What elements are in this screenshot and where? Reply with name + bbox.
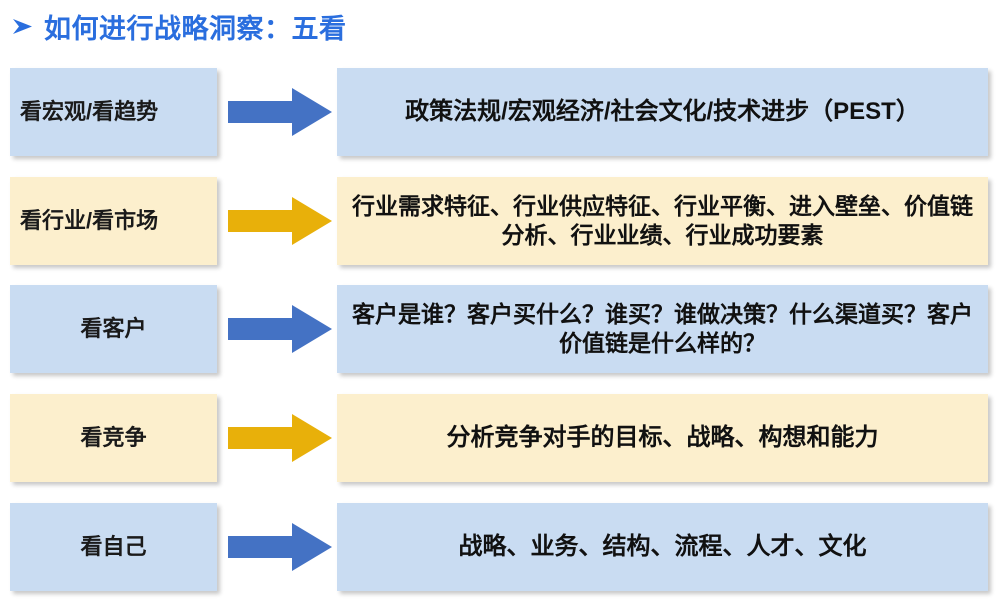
right-arrow-icon bbox=[228, 195, 332, 247]
right-arrow-icon bbox=[228, 521, 332, 573]
row-content-text: 政策法规/宏观经济/社会文化/技术进步（PEST） bbox=[405, 97, 920, 125]
row-label-text: 看客户 bbox=[80, 315, 147, 341]
right-arrow-icon bbox=[228, 303, 332, 355]
row-label-box[interactable]: 看行业/看市场 bbox=[10, 177, 217, 265]
row-label-box[interactable]: 看客户 bbox=[10, 285, 217, 373]
row-content-box[interactable]: 战略、业务、结构、流程、人才、文化 bbox=[337, 503, 988, 591]
insight-row: 看宏观/看趋势 政策法规/宏观经济/社会文化/技术进步（PEST） bbox=[0, 68, 1000, 156]
row-content-box[interactable]: 政策法规/宏观经济/社会文化/技术进步（PEST） bbox=[337, 68, 988, 156]
row-content-box[interactable]: 客户是谁？客户买什么？谁买？谁做决策？什么渠道买？客户价值链是什么样的？ bbox=[337, 285, 988, 373]
page-title-text: 如何进行战略洞察：五看 bbox=[44, 13, 347, 44]
right-arrow-icon bbox=[228, 412, 332, 464]
insight-row: 看自己 战略、业务、结构、流程、人才、文化 bbox=[0, 503, 1000, 591]
page-title: 如何进行战略洞察：五看 bbox=[8, 4, 347, 48]
row-label-text: 看行业/看市场 bbox=[20, 207, 159, 233]
row-content-box[interactable]: 行业需求特征、行业供应特征、行业平衡、进入壁垒、价值链分析、行业业绩、行业成功要… bbox=[337, 177, 988, 265]
row-label-text: 看宏观/看趋势 bbox=[20, 98, 159, 124]
row-label-box[interactable]: 看竞争 bbox=[10, 394, 217, 482]
row-content-box[interactable]: 分析竞争对手的目标、战略、构想和能力 bbox=[337, 394, 988, 482]
row-content-text: 战略、业务、结构、流程、人才、文化 bbox=[458, 532, 867, 560]
arrow-bullet-icon bbox=[8, 12, 38, 42]
row-label-text: 看自己 bbox=[80, 533, 147, 559]
row-label-text: 看竞争 bbox=[80, 424, 147, 450]
insight-row: 看竞争 分析竞争对手的目标、战略、构想和能力 bbox=[0, 394, 1000, 482]
row-label-box[interactable]: 看自己 bbox=[10, 503, 217, 591]
row-content-text: 行业需求特征、行业供应特征、行业平衡、进入壁垒、价值链分析、行业业绩、行业成功要… bbox=[352, 192, 973, 248]
row-content-text: 分析竞争对手的目标、战略、构想和能力 bbox=[446, 423, 879, 451]
insight-row: 看行业/看市场 行业需求特征、行业供应特征、行业平衡、进入壁垒、价值链分析、行业… bbox=[0, 177, 1000, 265]
row-content-text: 客户是谁？客户买什么？谁买？谁做决策？什么渠道买？客户价值链是什么样的？ bbox=[352, 300, 973, 356]
insight-row: 看客户 客户是谁？客户买什么？谁买？谁做决策？什么渠道买？客户价值链是什么样的？ bbox=[0, 285, 1000, 373]
right-arrow-icon bbox=[228, 86, 332, 138]
row-label-box[interactable]: 看宏观/看趋势 bbox=[10, 68, 217, 156]
